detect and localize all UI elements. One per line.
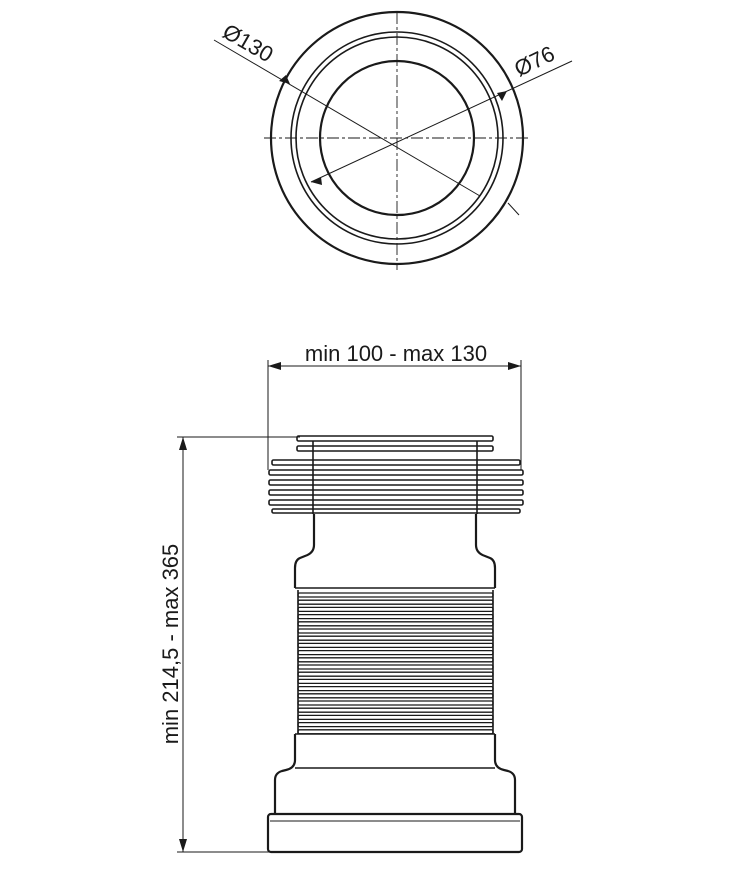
top-corrugation-rings	[268, 435, 524, 514]
top-view: Ø130 Ø76	[213, 10, 573, 270]
bellows-corrugation	[297, 592, 494, 735]
bellows-rib	[297, 657, 494, 663]
bellows-rib	[297, 628, 494, 634]
outer-diameter-leader	[213, 39, 481, 197]
side-view: min 100 - max 130 min 214,5 - max 365	[158, 341, 524, 854]
lower-sleeve	[273, 734, 517, 814]
bellows-rib	[297, 635, 494, 641]
bellows-rib	[297, 671, 494, 677]
bellows-rib	[297, 714, 494, 721]
bellows-rib	[297, 621, 494, 627]
width-dimension-label: min 100 - max 130	[305, 341, 487, 366]
outer-diameter-arrow	[279, 75, 290, 84]
bellows-rib	[297, 664, 494, 670]
bellows-rib	[297, 700, 494, 706]
bellows-rib	[297, 592, 494, 598]
bellows-rib	[297, 642, 494, 649]
inner-diameter-label: Ø76	[510, 41, 558, 82]
bellows-rib	[297, 707, 494, 713]
bellows-rib	[297, 693, 494, 699]
inner-diameter-arrow-upper	[497, 91, 507, 101]
height-arrow-top	[179, 437, 187, 450]
bellows-rib	[297, 678, 494, 685]
inner-diameter-leader	[310, 60, 573, 183]
width-arrow-right	[508, 362, 521, 370]
bellows-rib	[297, 613, 494, 620]
bellows-rib	[297, 649, 494, 656]
bellows-rib	[297, 606, 494, 613]
bottom-flange	[266, 812, 524, 854]
inner-diameter-tick	[507, 202, 520, 216]
bellows-rib	[297, 685, 494, 692]
bellows-rib	[297, 721, 494, 728]
inner-diameter-arrow-lower	[311, 177, 322, 185]
height-dimension-label: min 214,5 - max 365	[158, 544, 183, 745]
bellows-rib	[297, 599, 494, 605]
pipe-neck	[293, 514, 497, 588]
width-arrow-left	[268, 362, 281, 370]
height-arrow-bottom	[179, 839, 187, 852]
